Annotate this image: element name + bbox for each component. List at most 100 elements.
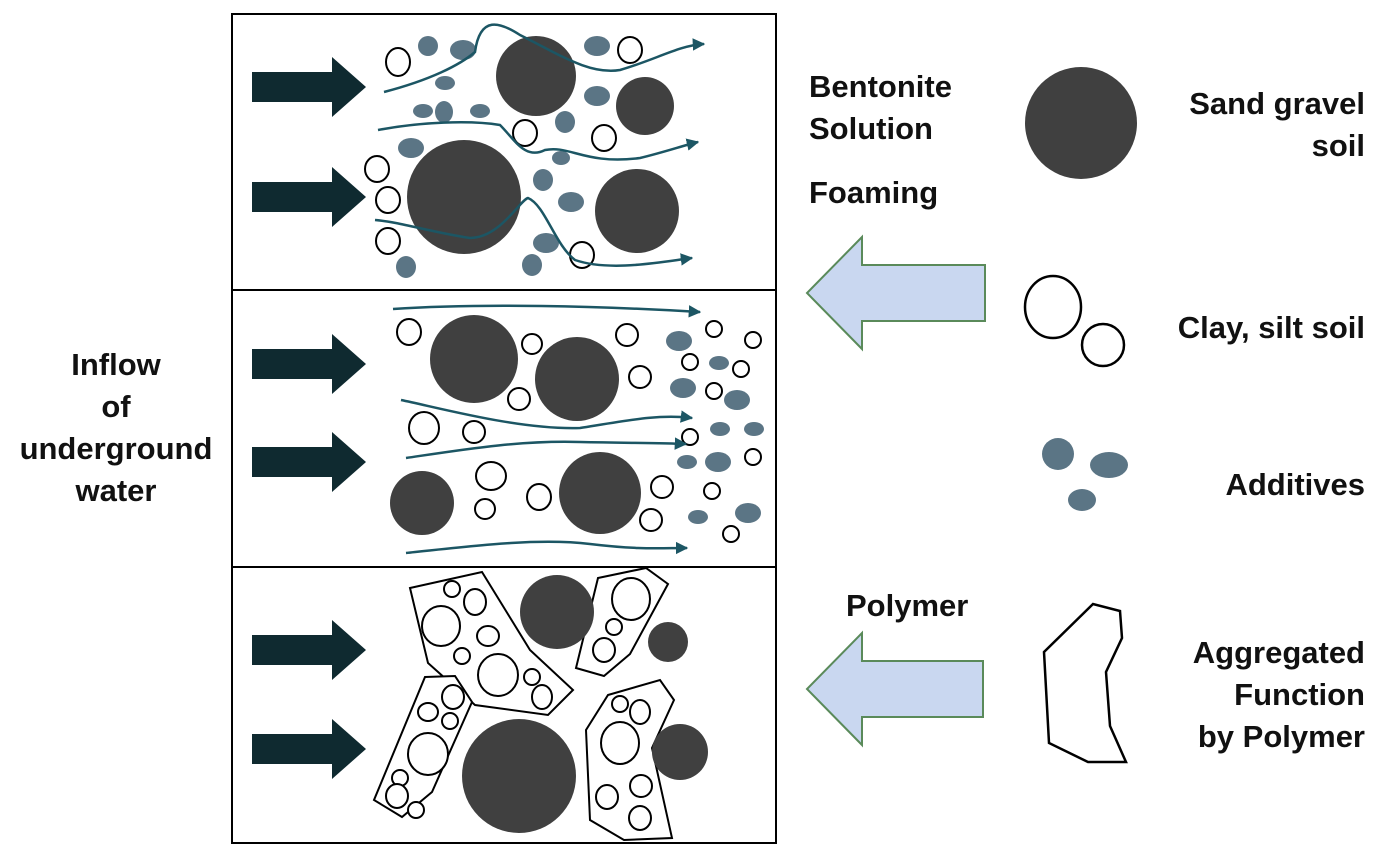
legend-clay-silt-icon: [1023, 274, 1083, 340]
legend-additive-icon: [1042, 438, 1074, 470]
bentonite-label-line: Bentonite: [809, 69, 952, 104]
clay-silt-particle: [385, 783, 409, 809]
sand-gravel-particle: [535, 337, 619, 421]
sand-gravel-particle: [462, 719, 576, 833]
clay-silt-particle: [375, 186, 401, 214]
additive-particle: [688, 510, 708, 524]
clay-silt-particle: [617, 36, 643, 64]
clay-silt-particle: [407, 732, 449, 776]
additive-particle: [470, 104, 490, 118]
additive-particle: [418, 36, 438, 56]
sand-gravel-particle: [652, 724, 708, 780]
foaming-label-text: Foaming: [809, 175, 939, 210]
clay-silt-particle: [681, 428, 699, 446]
legend-label-line: Function: [1234, 677, 1365, 712]
bentonite-label-line: Solution: [809, 111, 933, 146]
legend-label-line: Aggregated: [1192, 635, 1365, 670]
clay-silt-particle: [611, 577, 651, 621]
additive-particle: [533, 169, 553, 191]
inflow-arrow-icon: [252, 334, 366, 394]
legend-label-line: Clay, silt soil: [1177, 310, 1365, 345]
sand-gravel-particle: [595, 169, 679, 253]
inflow-arrow-icon: [252, 167, 366, 227]
clay-silt-particle: [407, 801, 425, 819]
additive-particle: [396, 256, 416, 278]
additive-particle: [744, 422, 764, 436]
flow-line: [400, 398, 694, 430]
additive-particle: [552, 151, 570, 165]
clay-silt-particle: [408, 411, 440, 445]
additive-particle: [522, 254, 542, 276]
inflow-label: Inflow of underground water: [2, 344, 230, 512]
clay-silt-particle: [722, 525, 740, 543]
clay-silt-particle: [681, 353, 699, 371]
additive-particle: [584, 36, 610, 56]
clay-silt-particle: [628, 365, 652, 389]
clay-silt-particle: [477, 653, 519, 697]
legend-additive-icon: [1068, 489, 1096, 511]
sand-gravel-particle: [390, 471, 454, 535]
inflow-arrows: [252, 57, 366, 779]
sand-gravel-particle: [496, 36, 576, 116]
clay-silt-particle: [600, 721, 640, 765]
middle-panel-particles: [390, 304, 764, 555]
clay-silt-particle: [705, 320, 723, 338]
clay-silt-particle: [611, 695, 629, 713]
additive-particle: [724, 390, 750, 410]
additive-particle: [670, 378, 696, 398]
legend-label-line: soil: [1311, 128, 1365, 163]
additive-particle: [666, 331, 692, 351]
clay-silt-particle: [476, 625, 500, 647]
additive-particle: [705, 452, 731, 472]
bentonite-label: Bentonite Solution: [809, 66, 952, 150]
additive-particle: [435, 101, 453, 123]
bottom-panel-particles: [372, 566, 708, 842]
clay-silt-particle: [703, 482, 721, 500]
polymer-label-text: Polymer: [846, 588, 969, 623]
clay-silt-particle: [521, 333, 543, 355]
polymer-label: Polymer: [846, 585, 968, 627]
clay-silt-particle: [441, 684, 465, 710]
sand-gravel-particle: [648, 622, 688, 662]
clay-silt-particle: [744, 448, 762, 466]
inflow-arrow-icon: [252, 620, 366, 680]
inflow-label-line: Inflow: [71, 347, 161, 382]
clay-silt-particle: [375, 227, 401, 255]
clay-silt-particle: [507, 387, 531, 411]
additive-particle: [533, 233, 559, 253]
clay-silt-particle: [628, 805, 652, 831]
clay-silt-particle: [732, 360, 750, 378]
inflow-arrow-icon: [252, 57, 366, 117]
legend-sand-gravel-label: Sand gravel soil: [1140, 83, 1365, 167]
additive-particle: [709, 356, 729, 370]
flow-line: [377, 121, 700, 161]
additive-particle: [735, 503, 761, 523]
clay-silt-particle: [443, 580, 461, 598]
clay-silt-particle: [417, 702, 439, 722]
clay-silt-particle: [629, 774, 653, 798]
sand-gravel-particle: [430, 315, 518, 403]
clay-silt-particle: [463, 588, 487, 616]
legend-aggregate-icon: [1042, 602, 1128, 764]
clay-silt-particle: [453, 647, 471, 665]
clay-silt-particle: [705, 382, 723, 400]
clay-silt-particle: [364, 155, 390, 183]
legend-additives-label: Additives: [1140, 464, 1365, 506]
top-panel-particles: [364, 23, 706, 278]
flow-line: [392, 304, 702, 318]
clay-silt-particle: [629, 699, 651, 725]
clay-silt-particle: [591, 124, 617, 152]
clay-silt-particle: [421, 605, 461, 647]
inflow-label-line: of: [101, 389, 131, 424]
legend-clay-silt-icon: [1080, 322, 1126, 368]
clay-silt-particle: [474, 498, 496, 520]
foaming-label: Foaming: [809, 172, 938, 214]
additive-particle: [555, 111, 575, 133]
flow-line: [405, 540, 689, 555]
inflow-arrow-icon: [252, 432, 366, 492]
inflow-label-line: water: [75, 473, 157, 508]
clay-silt-particle: [744, 331, 762, 349]
clay-silt-particle: [595, 784, 619, 810]
